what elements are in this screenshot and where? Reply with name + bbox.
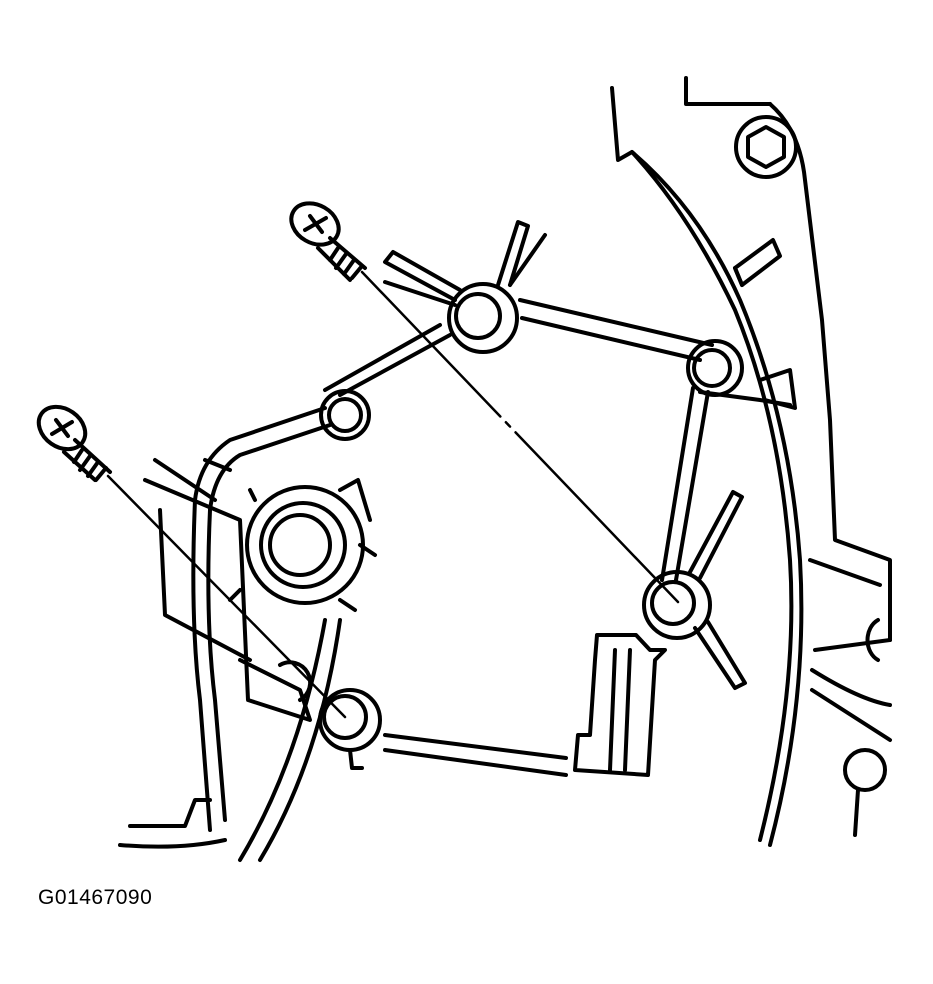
bolt-hole-right-upper	[686, 339, 744, 397]
bolt-hole-lower-right-block	[843, 748, 887, 792]
screw-upper	[289, 201, 680, 604]
grommet	[319, 389, 371, 441]
sensor-bracket	[573, 633, 667, 777]
sprocket-icon	[228, 478, 377, 612]
left-plate	[143, 458, 313, 722]
screw-lower	[36, 404, 347, 719]
bolt-hole-right-lower	[642, 490, 747, 690]
figure-id-label: G01467090	[38, 886, 153, 909]
bolt-hole-lower-left	[318, 688, 382, 770]
bolt-hole-upper	[383, 220, 547, 354]
engine-block-outline	[610, 76, 892, 847]
hex-bolt-icon	[734, 115, 798, 179]
